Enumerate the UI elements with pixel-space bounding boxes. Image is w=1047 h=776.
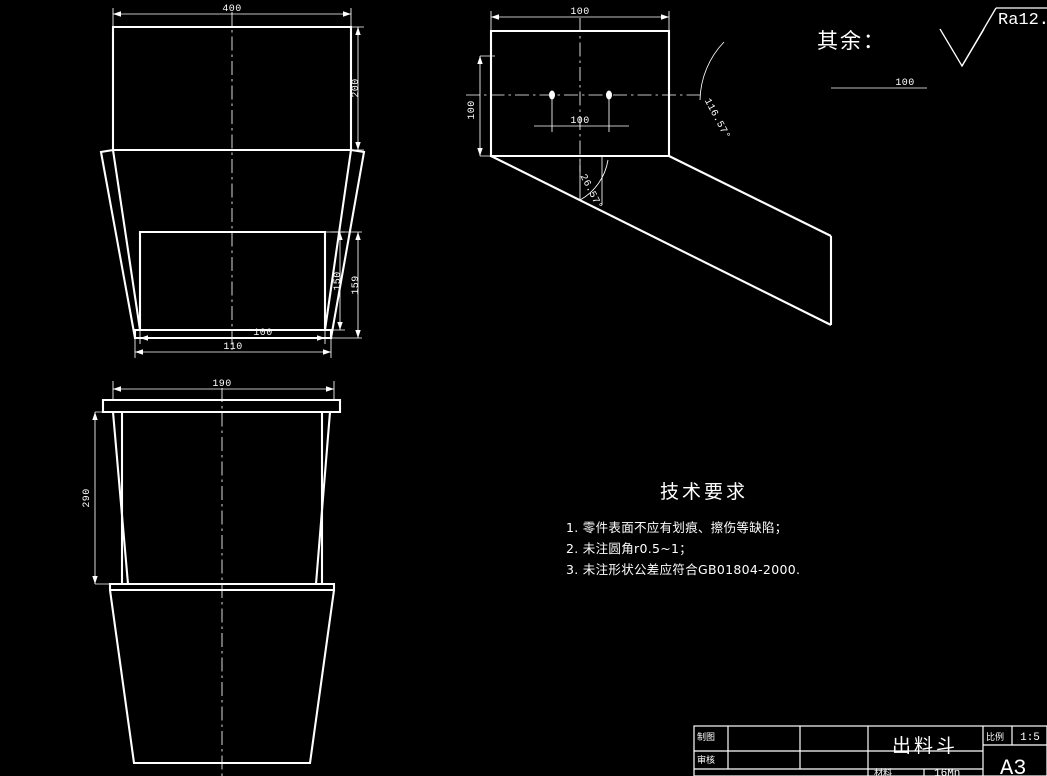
title-block[interactable]: 制图 审核 出料斗 材料 16Mn 比例 1:5 A3 <box>693 725 1047 776</box>
bottom-view-geometry[interactable] <box>101 388 342 776</box>
title-block-scale-value: 1:5 <box>1020 732 1040 744</box>
dim-bottom-top-width: 190 <box>212 379 231 390</box>
technical-requirements-block[interactable]: 技术要求 1. 零件表面不应有划痕、擦伤等缺陷； 2. 未注圆角r0.5~1； … <box>566 481 800 577</box>
front-view-geometry[interactable] <box>99 12 366 350</box>
dim-front-lower-height-inner: 150 <box>333 271 344 290</box>
dim-side-chute-length: 100 <box>895 78 914 89</box>
tech-req-heading: 技术要求 <box>660 481 748 503</box>
dim-front-bottom-outer: 110 <box>223 342 242 353</box>
tech-req-item-2: 2. 未注圆角r0.5~1； <box>566 541 692 556</box>
roughness-value: Ra12.5 <box>998 11 1047 30</box>
surface-finish-label: 其余： <box>817 29 886 53</box>
dim-front-bottom-inner: 100 <box>253 328 272 339</box>
front-view-dimensions[interactable]: 400 200 150 159 100 110 <box>112 4 364 358</box>
dim-front-top-width: 400 <box>222 4 241 15</box>
title-block-material-label: 材料 <box>874 767 892 776</box>
dim-front-upper-height: 200 <box>351 78 362 97</box>
title-block-checked-label: 审核 <box>697 754 715 766</box>
bottom-view-dimensions[interactable]: 190 290 <box>82 379 335 585</box>
dim-bottom-height: 290 <box>82 488 93 507</box>
surface-roughness-triangle-icon <box>939 7 1047 68</box>
tech-req-item-1: 1. 零件表面不应有划痕、擦伤等缺陷； <box>566 520 788 535</box>
dim-side-top-width: 100 <box>570 7 589 18</box>
angle-side-obtuse: 116.57° <box>701 96 733 141</box>
tech-req-item-3: 3. 未注形状公差应符合GB01804-2000. <box>566 562 800 577</box>
surface-finish-note[interactable]: 其余： Ra12.5 <box>817 7 1047 68</box>
title-block-scale-label: 比例 <box>986 731 1004 743</box>
dim-front-lower-height-outer: 159 <box>351 275 362 294</box>
dim-side-hole-spacing: 100 <box>570 116 589 127</box>
title-block-drawn-label: 制图 <box>697 731 715 743</box>
title-block-part-title: 出料斗 <box>892 735 958 757</box>
dim-side-left-height: 100 <box>467 100 478 119</box>
side-view-geometry[interactable] <box>466 18 833 326</box>
title-block-sheet-size: A3 <box>1000 756 1026 776</box>
title-block-material-value: 16Mn <box>934 768 960 776</box>
